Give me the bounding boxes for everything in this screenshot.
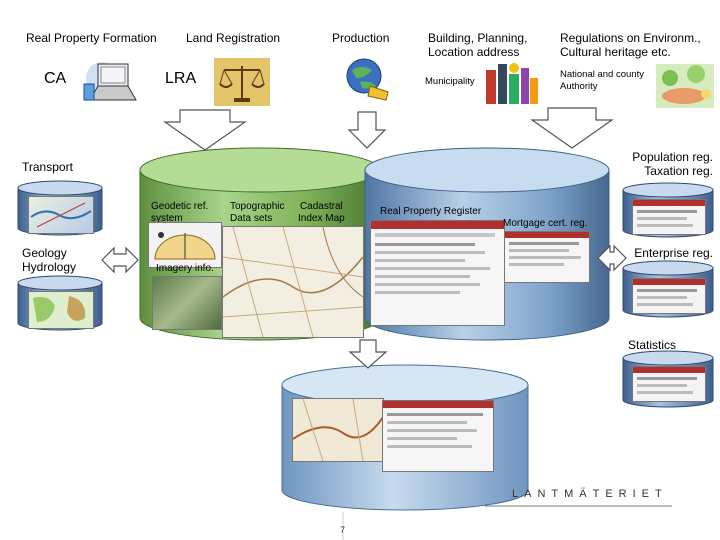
topographic-label: Topographic Data sets [230, 201, 285, 224]
laptop-icon [80, 58, 138, 108]
real-property-register-thumbnail [370, 220, 505, 326]
header-regulations: Regulations on Environm., Cultural herit… [560, 31, 701, 59]
enterprise-screen-thumbnail [632, 278, 706, 314]
ca-label: CA [44, 70, 67, 87]
lra-label: LRA [165, 70, 197, 87]
geodetic-thumbnail [148, 222, 222, 268]
imagery-label: Imagery info. [156, 263, 214, 274]
city-collage-icon [484, 60, 540, 106]
globe-hand-icon [342, 56, 392, 102]
cadastral-label: Cadastral Index Map [298, 201, 345, 224]
mortgage-thumbnail [504, 231, 590, 283]
statistics-screen-thumbnail [632, 366, 706, 402]
municipality-label: Municipality [425, 76, 475, 87]
geodetic-label: Geodetic ref. system [151, 201, 209, 224]
header-building-planning: Building, Planning, Location address [428, 31, 528, 59]
enterprise-label: Enterprise reg. [634, 246, 713, 260]
transport-label: Transport [22, 160, 73, 174]
topographic-map-thumbnail [222, 226, 364, 338]
geology-label: Geology Hydrology [22, 246, 77, 274]
real-property-register-label: Real Property Register [380, 206, 482, 217]
mortgage-label: Mortgage cert. reg. [503, 218, 588, 229]
arrow-down-left [163, 109, 247, 151]
header-land-registration: Land Registration [186, 31, 281, 45]
population-label: Population reg. Taxation reg. [632, 150, 713, 178]
lantmateriet-logo-text: LANTMÄTERIET [512, 488, 668, 500]
arrow-down-center [347, 111, 387, 149]
header-real-property-formation: Real Property Formation [26, 31, 157, 45]
arrow-down-bottom [348, 339, 388, 369]
bottom-map-thumbnail [292, 398, 384, 462]
geology-map-thumbnail [28, 291, 94, 329]
transport-map-thumbnail [28, 196, 94, 234]
scales-icon [214, 58, 270, 106]
national-authority-label: National and county Authority [560, 69, 644, 92]
population-screen-thumbnail [632, 199, 706, 235]
page-number: 7 [340, 525, 346, 535]
nature-photo-icon [656, 64, 714, 108]
arrow-down-right [530, 107, 614, 149]
header-production: Production [332, 31, 390, 45]
imagery-thumbnail [152, 276, 222, 330]
statistics-label: Statistics [628, 338, 677, 352]
bottom-register-thumbnail [382, 400, 494, 472]
double-arrow-right [597, 244, 627, 272]
double-arrow-left [101, 246, 139, 274]
